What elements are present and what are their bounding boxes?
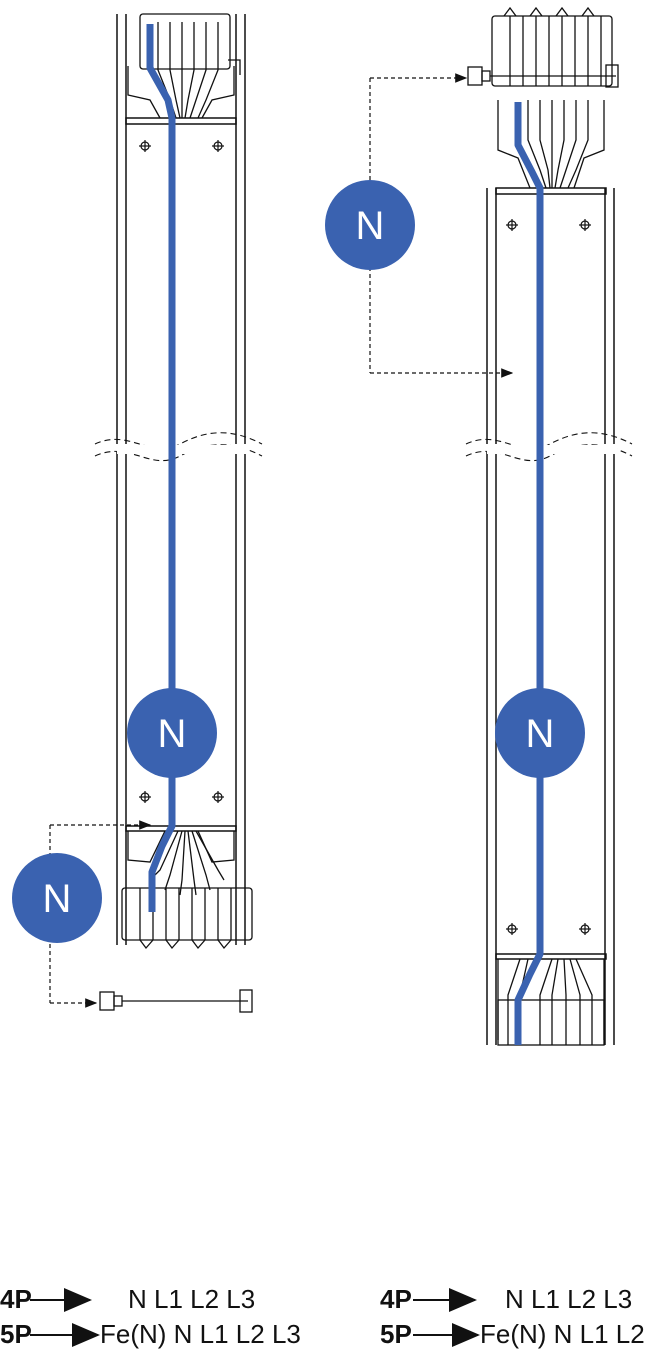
legend-phases-4p: N L1 L2 L3: [128, 1284, 255, 1314]
hole-icon: [579, 219, 591, 231]
svg-text:N: N: [43, 877, 72, 921]
hole-icon: [506, 923, 518, 935]
legend-tag-4p: 4P: [380, 1284, 412, 1314]
legend-phases-4p: N L1 L2 L3: [505, 1284, 632, 1314]
neutral-badge-right-mid: N: [495, 688, 585, 778]
right-busbar-unit: [465, 6, 633, 1046]
right-top-joint: [467, 6, 619, 189]
left-legend: 4P N L1 L2 L3 5P Fe(N) N L1 L2 L3: [0, 1284, 301, 1349]
neutral-badge-left-mid: N: [127, 688, 217, 778]
right-bottom-joint: [497, 958, 605, 1046]
left-holes: [139, 140, 224, 803]
legend-phases-5p: Fe(N) N L1 L2 L3: [480, 1319, 651, 1349]
right-holes: [506, 219, 591, 935]
neutral-badge-right-callout: N: [325, 180, 415, 270]
hole-icon: [139, 140, 151, 152]
legend-phases-5p: Fe(N) N L1 L2 L3: [100, 1319, 301, 1349]
svg-text:N: N: [356, 204, 385, 248]
left-top-joint: [127, 13, 241, 119]
svg-text:N: N: [526, 712, 555, 756]
svg-text:N: N: [158, 712, 187, 756]
legend-tag-4p: 4P: [0, 1284, 32, 1314]
callout-arrows: [49, 73, 514, 1008]
right-housing: [486, 187, 615, 1045]
legend-tag-5p: 5P: [380, 1319, 412, 1349]
left-busbar-unit: [94, 13, 263, 1013]
left-housing: [116, 14, 246, 945]
right-neutral-conductor: [514, 102, 544, 1045]
hole-icon: [139, 791, 151, 803]
left-neutral-conductor: [146, 24, 176, 912]
right-legend: 4P N L1 L2 L3 5P Fe(N) N L1 L2 L3: [380, 1284, 651, 1349]
hole-icon: [579, 923, 591, 935]
bolt-icon: [467, 64, 619, 88]
hole-icon: [506, 219, 518, 231]
hole-icon: [212, 791, 224, 803]
left-bottom-joint: [99, 830, 253, 1013]
legend-tag-5p: 5P: [0, 1319, 32, 1349]
bolt-icon: [99, 989, 253, 1013]
neutral-badge-left-callout: N: [12, 853, 102, 943]
hole-icon: [212, 140, 224, 152]
